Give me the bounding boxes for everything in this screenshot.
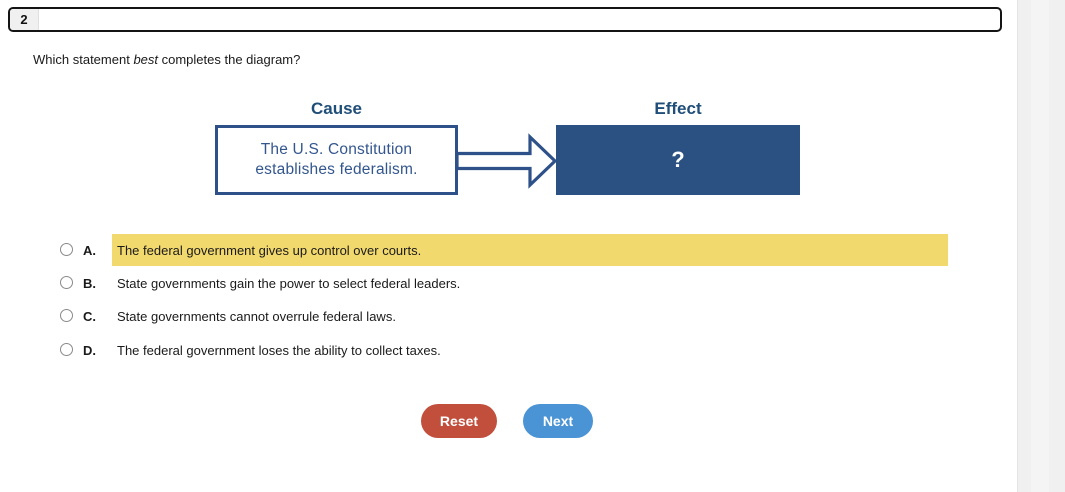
- question-prompt: Which statement best completes the diagr…: [33, 52, 300, 67]
- answer-option-a[interactable]: A. The federal government gives up contr…: [0, 234, 1000, 266]
- question-suffix: completes the diagram?: [158, 52, 301, 67]
- reset-button[interactable]: Reset: [421, 404, 497, 438]
- cause-box: The U.S. Constitution establishes federa…: [215, 125, 458, 195]
- scrollbar-gutter[interactable]: [1017, 0, 1065, 492]
- option-a-letter: A.: [83, 242, 96, 258]
- answer-option-c[interactable]: C. State governments cannot overrule fed…: [0, 300, 1000, 332]
- radio-option-b[interactable]: [60, 276, 73, 289]
- cause-heading: Cause: [310, 99, 363, 118]
- effect-box-placeholder: ?: [671, 147, 685, 172]
- option-a-text[interactable]: The federal government gives up control …: [112, 234, 948, 266]
- option-b-letter: B.: [83, 275, 96, 291]
- scrollbar-track[interactable]: [1031, 0, 1049, 492]
- right-arrow-icon: [456, 133, 558, 189]
- question-bar-blank: [39, 9, 1000, 30]
- option-d-text[interactable]: The federal government loses the ability…: [117, 342, 441, 358]
- radio-option-d[interactable]: [60, 343, 73, 356]
- option-b-text[interactable]: State governments gain the power to sele…: [117, 275, 461, 291]
- option-d-letter: D.: [83, 342, 96, 358]
- cause-box-text: The U.S. Constitution establishes federa…: [255, 141, 418, 178]
- option-c-letter: C.: [83, 308, 96, 324]
- question-emphasis: best: [133, 52, 159, 67]
- question-prefix: Which statement: [33, 52, 134, 67]
- radio-option-a[interactable]: [60, 243, 73, 256]
- option-c-text[interactable]: State governments cannot overrule federa…: [117, 308, 396, 324]
- question-number-bar: 2: [8, 7, 1002, 32]
- answer-option-b[interactable]: B. State governments gain the power to s…: [0, 267, 1000, 299]
- next-button[interactable]: Next: [523, 404, 593, 438]
- answer-option-d[interactable]: D. The federal government loses the abil…: [0, 334, 1000, 366]
- effect-box: ?: [556, 125, 800, 195]
- effect-heading: Effect: [654, 99, 702, 118]
- radio-option-c[interactable]: [60, 309, 73, 322]
- question-number-badge: 2: [10, 9, 39, 30]
